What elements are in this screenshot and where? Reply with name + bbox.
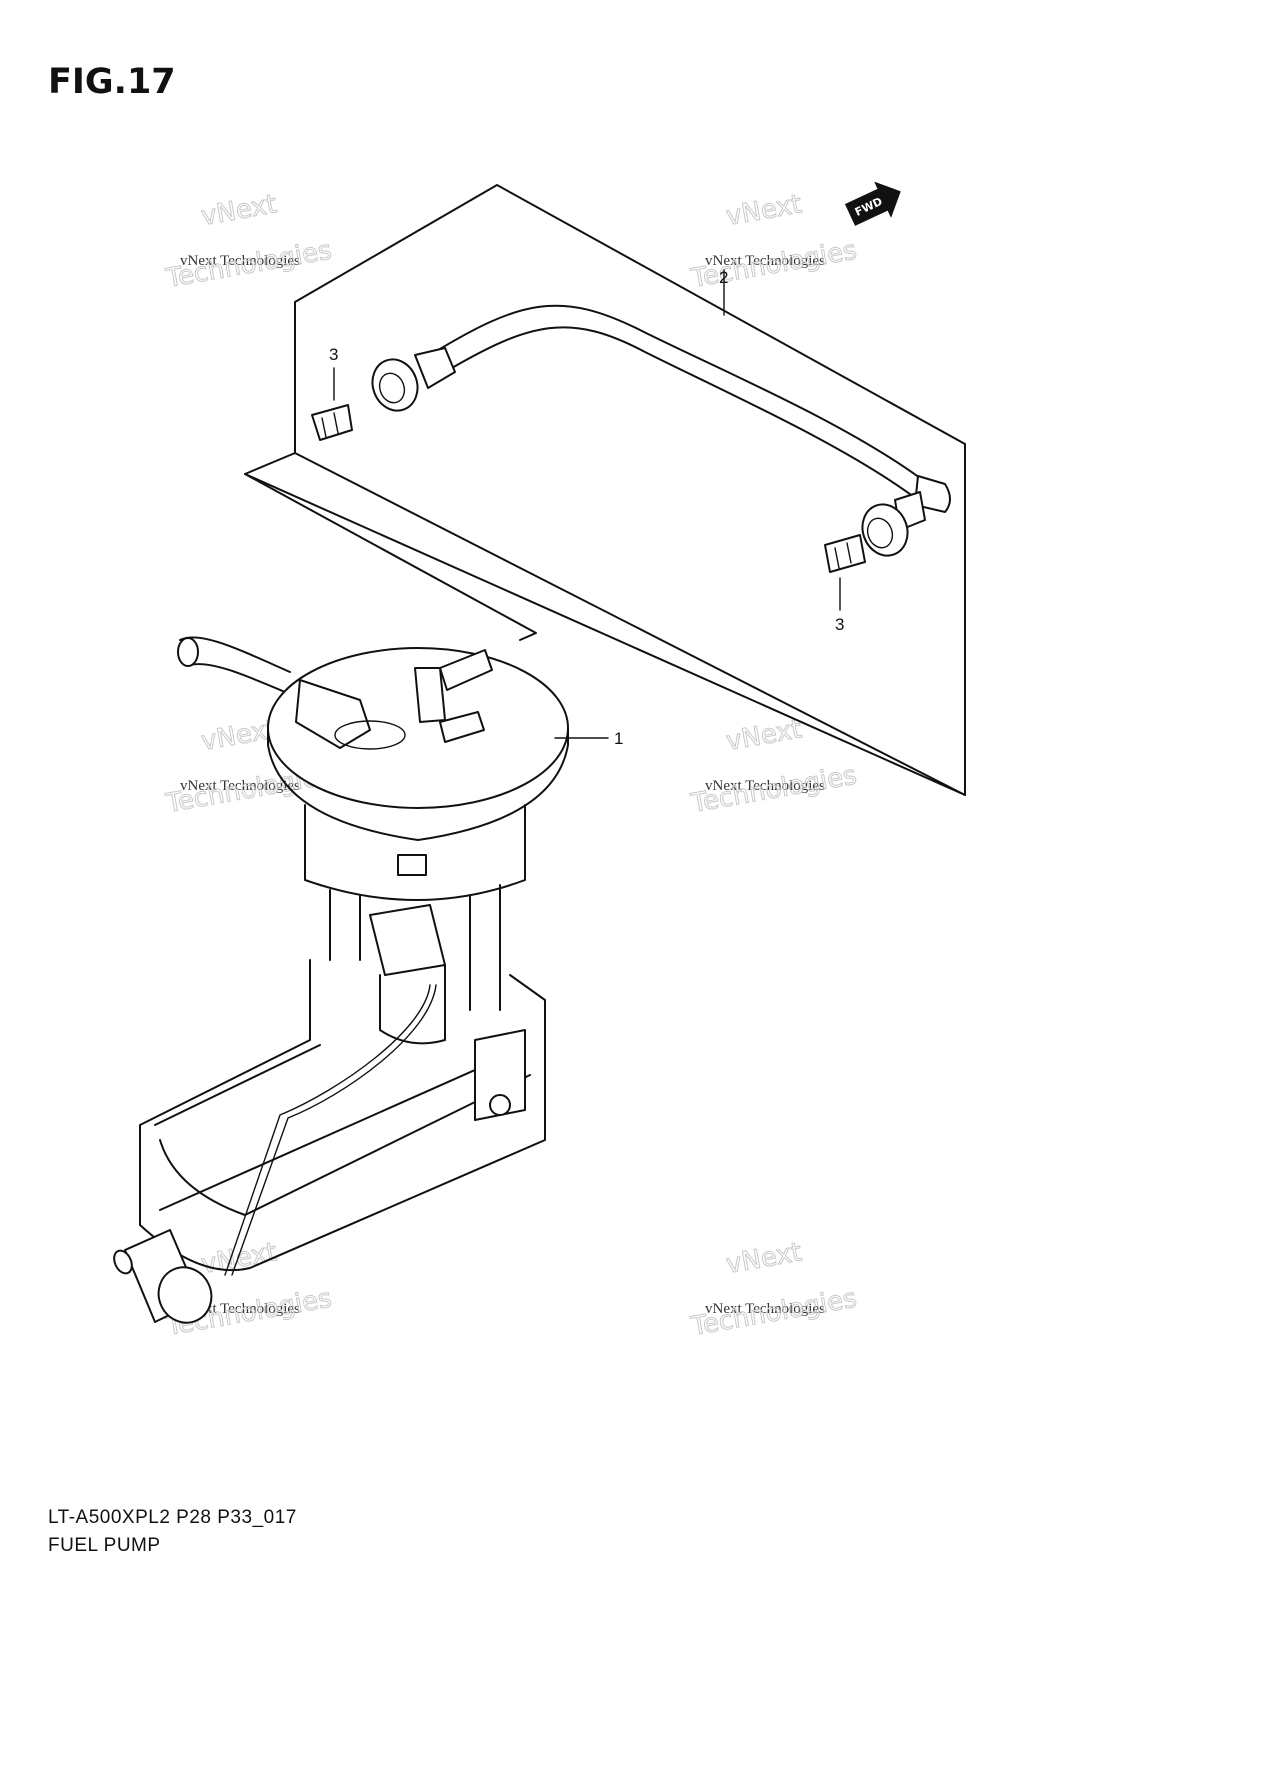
figure-code: LT-A500XPL2 P28 P33_017	[48, 1507, 297, 1528]
watermark-text: vNext Technologies	[180, 253, 300, 269]
callout-part-2: 2	[719, 268, 728, 287]
watermark-text: Technologies	[688, 760, 859, 819]
watermark-text: vNext	[199, 189, 279, 232]
fuel-pump-assembly	[113, 636, 569, 1324]
watermark-top-right: vNext vNext Technologies Technologies	[688, 189, 860, 295]
watermark-bottom-right: vNext vNext Technologies Technologies	[688, 1237, 860, 1343]
hose-clamp-lower	[824, 534, 866, 573]
watermark-text: Technologies	[688, 1283, 859, 1342]
watermark-text: Technologies	[163, 235, 334, 294]
fwd-arrow-icon: FWD	[844, 181, 901, 226]
watermark-text: Technologies	[688, 235, 859, 294]
watermark-text: vNext Technologies	[705, 1301, 825, 1317]
hose-clamp-upper	[311, 404, 353, 441]
watermark-text: vNext	[724, 714, 804, 757]
hose-group-frame	[244, 184, 966, 796]
figure-title: FIG.17	[48, 62, 176, 102]
figure-name: FUEL PUMP	[48, 1535, 161, 1556]
watermark-text: vNext	[199, 1237, 279, 1280]
callout-part-1: 1	[614, 729, 623, 748]
watermark-text: vNext Technologies	[705, 253, 825, 269]
watermark-text: vNext	[724, 1237, 804, 1280]
callout-part-3-lower: 3	[835, 615, 844, 634]
watermark-top-left: vNext vNext Technologies Technologies	[163, 189, 335, 295]
fuel-hose	[371, 304, 951, 557]
watermark-text: vNext Technologies	[705, 778, 825, 794]
watermark-mid-right: vNext vNext Technologies Technologies	[688, 714, 860, 820]
callout-part-3-upper: 3	[329, 345, 338, 364]
watermark-text: vNext Technologies	[180, 778, 300, 794]
watermark-text: vNext	[724, 189, 804, 232]
